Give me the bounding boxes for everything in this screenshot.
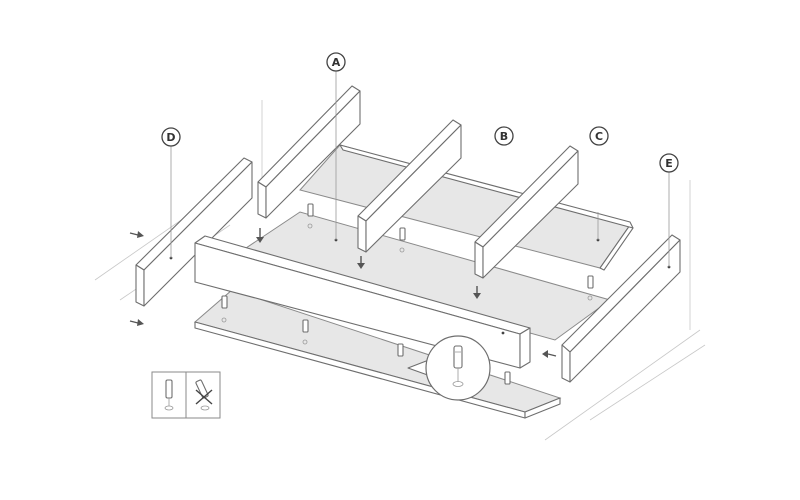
label-C: C [589,126,609,146]
panel-D [135,157,253,307]
divider-B [357,119,462,253]
dowels [221,203,594,385]
dowel-correct-icon [164,379,174,411]
label-B: B [494,126,514,146]
label-E: E [659,153,679,173]
svg-text:D: D [166,131,175,144]
front-rail [194,235,531,369]
svg-text:B: B [500,130,508,143]
label-D: D [161,127,181,147]
dowel-detail-magnifier-icon [407,335,491,401]
divider-A [257,85,361,242]
dowel-incorrect-icon [195,379,213,411]
svg-text:A: A [332,56,341,69]
label-A: A [326,52,346,72]
label-leaders [170,71,670,267]
divider-C [474,145,600,279]
svg-text:E: E [665,157,673,170]
dowel-legend [151,371,221,419]
assembly-arrows [129,228,557,358]
panel-E [561,234,681,383]
svg-text:C: C [595,130,603,143]
